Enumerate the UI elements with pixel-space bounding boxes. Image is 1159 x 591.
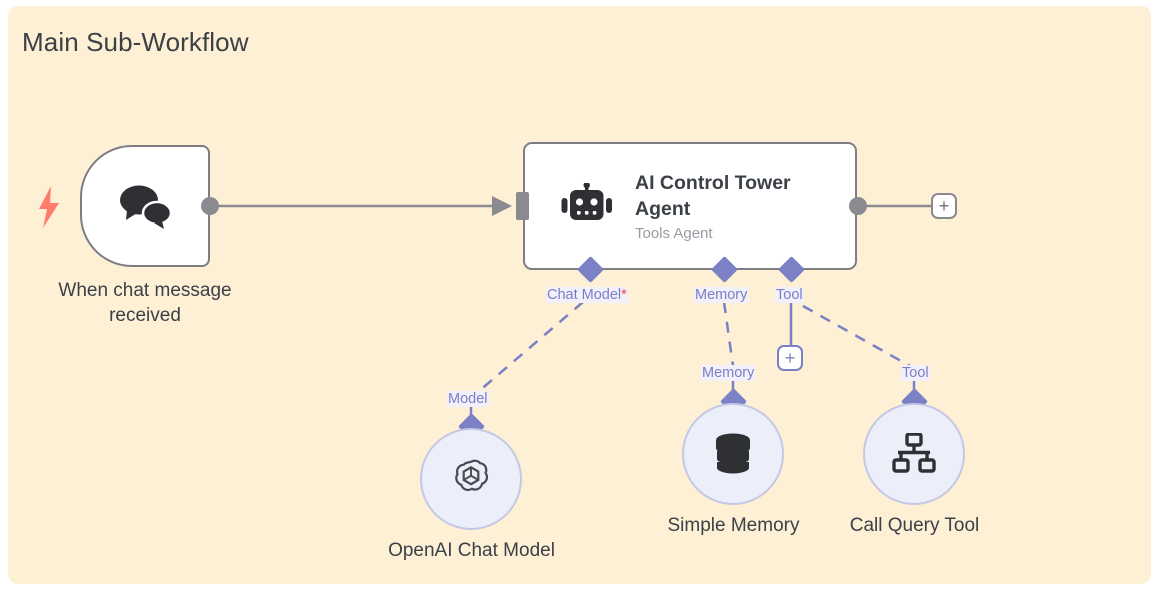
agent-title: AI Control Tower Agent <box>635 172 791 220</box>
node-label-call-query-tool: Call Query Tool <box>849 515 980 536</box>
database-icon <box>715 433 751 476</box>
wire-tool-dashed <box>802 304 911 368</box>
node-label-trigger: When chat message received <box>25 278 265 328</box>
wire-memory-dashed <box>722 301 735 367</box>
agent-output-port[interactable] <box>849 197 867 215</box>
robot-icon <box>561 183 612 220</box>
node-label-openai-chat-model: OpenAI Chat Model <box>388 540 555 561</box>
openai-logo-icon <box>455 459 489 492</box>
node-label-simple-memory: Simple Memory <box>667 515 800 536</box>
agent-text-block: AI Control Tower Agent Tools Agent <box>635 170 815 242</box>
port-label-tool: Tool <box>775 287 804 303</box>
sitemap-icon <box>892 433 936 473</box>
add-node-button[interactable]: + <box>931 193 957 219</box>
node-simple-memory[interactable] <box>682 403 784 505</box>
port-label-tool-sub: Tool <box>901 365 930 381</box>
trigger-output-port[interactable] <box>201 197 219 215</box>
trigger-label-line1: When chat message <box>58 280 232 301</box>
wire-chatmodel-dashed <box>477 301 584 393</box>
agent-input-port[interactable] <box>516 192 529 220</box>
port-label-chat-model: Chat Model* <box>546 287 628 303</box>
node-when-chat-message-received[interactable] <box>80 145 210 267</box>
port-label-chat-model-text: Chat Model <box>547 287 622 303</box>
node-call-query-tool[interactable] <box>863 403 965 505</box>
port-label-memory: Memory <box>694 287 749 303</box>
port-label-memory-sub: Memory <box>701 365 756 381</box>
page-title: Main Sub-Workflow <box>22 27 249 57</box>
arrow-head-agent-input <box>492 196 512 216</box>
trigger-label-line2: received <box>109 305 181 326</box>
agent-subtitle: Tools Agent <box>635 225 713 242</box>
node-ai-control-tower-agent[interactable]: AI Control Tower Agent Tools Agent <box>523 142 857 270</box>
port-label-model: Model <box>447 391 489 407</box>
chat-bubbles-icon <box>120 185 173 229</box>
node-openai-chat-model[interactable] <box>420 428 522 530</box>
required-marker-icon: * <box>621 287 627 303</box>
lightning-bolt-icon <box>39 186 59 228</box>
add-tool-button[interactable]: + <box>777 345 803 371</box>
